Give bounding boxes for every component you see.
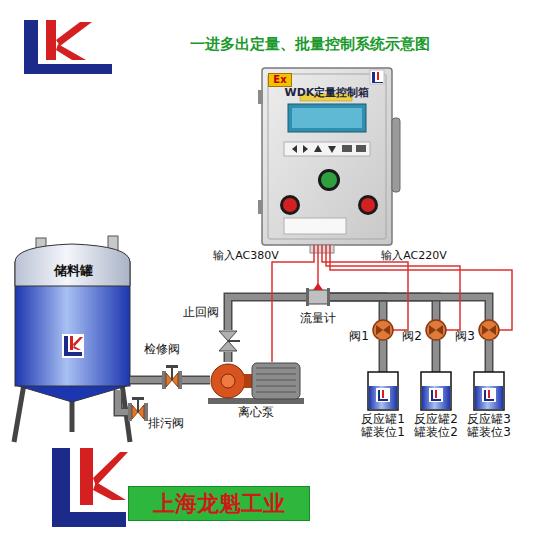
pipe-connector — [130, 380, 163, 381]
company-banner: 上海龙魁工业 — [128, 486, 310, 521]
signal-wire — [330, 245, 512, 330]
pipe-connector — [228, 352, 229, 362]
pipe-connector — [328, 297, 489, 320]
pipe-outline — [432, 340, 441, 372]
pipe-outline — [224, 352, 233, 362]
pipe-outline — [379, 340, 388, 372]
control-cabinet: ExWDK定量控制箱 — [262, 68, 392, 245]
check-valve-text: 止回阀 — [176, 306, 226, 320]
pipe-body — [380, 340, 386, 372]
pipe-connector — [489, 340, 490, 372]
control-cabinet-text: Ex — [268, 73, 292, 87]
gate-valve-text: 检修阀 — [137, 343, 187, 357]
wire-line — [272, 245, 314, 362]
pipe-outline — [328, 297, 383, 320]
diagram-title: 一进多出定量、批量控制系统示意图 — [130, 36, 490, 53]
pipe-body — [118, 390, 129, 412]
company-banner-text: 上海龙魁工业 — [129, 487, 309, 521]
flow-meter-text: 流量计 — [292, 312, 344, 326]
pipe-connector — [436, 340, 437, 372]
centrifugal-pump: 离心泵 — [210, 362, 300, 402]
flow-meter: 流量计 — [308, 288, 328, 306]
drain-valve-symbol — [128, 397, 148, 421]
pipe-outline — [118, 390, 129, 412]
control-valve: 阀3 — [479, 320, 499, 340]
control-valve-text: 阀2 — [400, 330, 424, 344]
pipe-outline — [328, 297, 489, 320]
power-input-label: 输入AC380V — [210, 250, 282, 263]
pipe-outline — [328, 297, 436, 320]
flow-meter-symbol — [306, 283, 330, 306]
pipe-connector — [181, 380, 210, 381]
pipe-body — [328, 297, 436, 320]
control-valve-symbol — [373, 320, 499, 340]
signal-wire — [326, 245, 460, 330]
pipe-body — [228, 297, 308, 330]
check-valve-symbol — [219, 331, 240, 351]
gate-valve: 检修阀 — [163, 371, 181, 389]
company-logo — [52, 448, 128, 527]
reaction-tank-text: 反应罐3 罐装位3 — [465, 413, 513, 439]
pipe-outline — [228, 297, 308, 330]
gate-valve-symbol — [162, 365, 182, 389]
control-valve: 阀2 — [426, 320, 446, 340]
wire-line — [330, 245, 512, 330]
pipe-connector — [328, 297, 436, 320]
pipe-connector — [383, 340, 384, 372]
reaction-tank-symbol — [368, 372, 504, 410]
pump-symbol — [208, 363, 304, 404]
centrifugal-pump-text: 离心泵 — [228, 406, 284, 420]
pipe-body — [181, 377, 210, 383]
reaction-tank-text: 反应罐2 罐装位2 — [412, 413, 460, 439]
drain-valve: 排污阀 — [129, 403, 147, 421]
reaction-tank-text: 反应罐1 罐装位1 — [359, 413, 407, 439]
wire-line — [317, 245, 319, 288]
pipe-body — [486, 340, 492, 372]
control-valve: 阀1 — [373, 320, 393, 340]
pipe-connector — [328, 297, 383, 320]
control-valve-text: 阀3 — [453, 330, 477, 344]
pipe-connector — [228, 297, 308, 330]
signal-wire — [272, 245, 314, 362]
pipe-body — [130, 377, 163, 383]
pipe-connector — [118, 390, 129, 412]
pipe-outline — [130, 376, 163, 385]
pipe-body — [433, 340, 439, 372]
reaction-tank: 反应罐3 罐装位3 — [474, 372, 504, 410]
control-valve-text: 阀1 — [347, 330, 371, 344]
pipe-body — [328, 297, 489, 320]
reaction-tank: 反应罐2 罐装位2 — [421, 372, 451, 410]
pipe-outline — [485, 340, 494, 372]
signal-wire — [318, 245, 319, 288]
control-cabinet-text: WDK定量控制箱 — [274, 87, 380, 100]
storage-tank-art — [14, 236, 130, 442]
wire-line — [326, 245, 460, 330]
pipe-body — [328, 297, 383, 320]
storage-tank: 储料罐 — [15, 252, 130, 390]
power-input-label: 输入AC220V — [378, 250, 450, 263]
pipe-outline — [181, 376, 210, 385]
reaction-tank: 反应罐1 罐装位1 — [368, 372, 398, 410]
check-valve: 止回阀 — [218, 330, 238, 352]
pipe-body — [225, 352, 231, 362]
drain-valve-text: 排污阀 — [141, 417, 191, 431]
cabinet-body — [258, 68, 400, 253]
storage-tank-text: 储料罐 — [37, 264, 109, 279]
company-logo — [24, 20, 112, 74]
